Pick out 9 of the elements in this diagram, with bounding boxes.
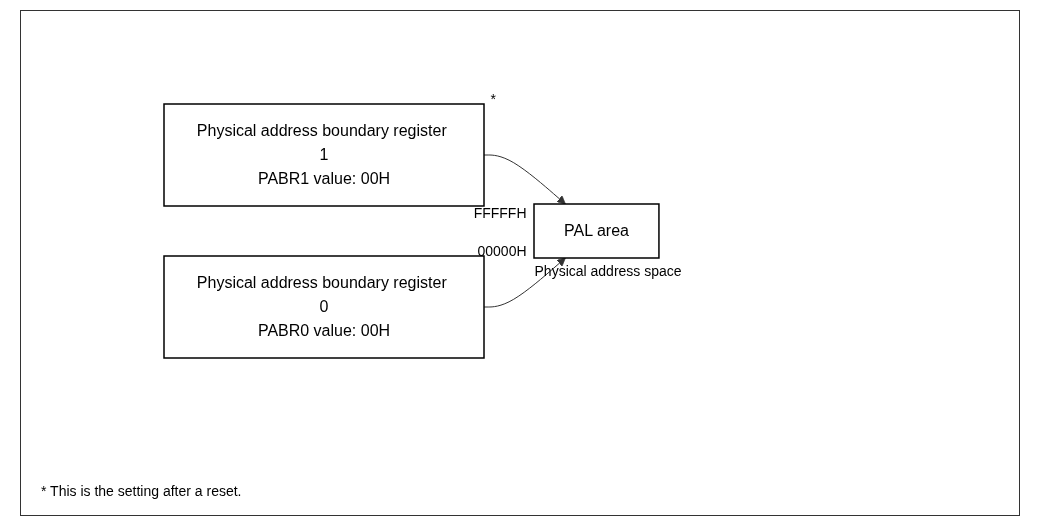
footnote: * This is the setting after a reset. <box>41 483 242 499</box>
node-note: * <box>490 91 496 107</box>
node-box: PAL area <box>532 203 660 259</box>
node-note: Physical address space <box>534 263 682 279</box>
node-box: Physical address boundary register 0 PABR0 value: 00H <box>162 255 485 359</box>
arrow <box>483 154 566 205</box>
address-label: FFFFFH <box>473 205 527 221</box>
node-box: Physical address boundary register 1 PABR1 value: 00H <box>162 103 485 207</box>
arrow <box>483 257 566 308</box>
